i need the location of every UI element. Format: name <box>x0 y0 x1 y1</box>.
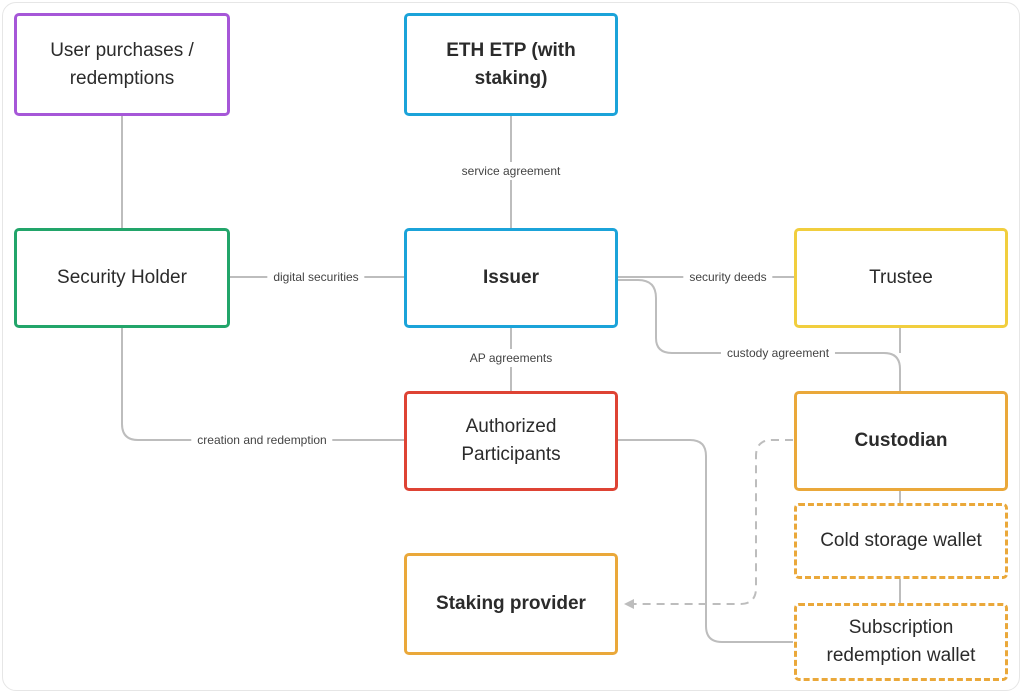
node-security-holder: Security Holder <box>14 228 230 328</box>
node-issuer: Issuer <box>404 228 618 328</box>
node-trustee-label: Trustee <box>869 267 933 288</box>
node-staking-provider: Staking provider <box>404 553 618 655</box>
node-trustee: Trustee <box>794 228 1008 328</box>
edge-label-ap-agreements: AP agreements <box>463 349 559 367</box>
edge-label-digital-securities: digital securities <box>267 268 365 286</box>
edge-label-creation-redemption: creation and redemption <box>191 431 333 449</box>
line-issuer-to-custodian <box>618 279 901 391</box>
node-eth-etp: ETH ETP (with staking) <box>404 13 618 116</box>
node-authorized-participants-label: Authorized Participants <box>461 416 561 465</box>
node-subscription-redemption-wallet-label: Subscription redemption wallet <box>826 617 976 666</box>
node-cold-storage-wallet: Cold storage wallet <box>794 503 1008 579</box>
node-subscription-redemption-wallet: Subscription redemption wallet <box>794 603 1008 681</box>
node-custodian: Custodian <box>794 391 1008 491</box>
edge-label-custody-agreement: custody agreement <box>720 344 836 362</box>
line-ap-to-subscription <box>618 439 793 643</box>
edge-label-service-agreement: service agreement <box>455 162 567 180</box>
node-custodian-label: Custodian <box>854 430 948 451</box>
line-holder-to-ap <box>121 328 404 441</box>
node-security-holder-label: Security Holder <box>57 267 187 288</box>
node-cold-storage-wallet-label: Cold storage wallet <box>820 530 982 551</box>
node-user-purchases-label: User purchases / redemptions <box>50 39 194 89</box>
node-staking-provider-label: Staking provider <box>436 593 586 614</box>
node-issuer-label: Issuer <box>483 267 539 288</box>
node-authorized-participants: Authorized Participants <box>404 391 618 491</box>
node-eth-etp-label: ETH ETP (with staking) <box>446 39 576 89</box>
edge-label-security-deeds: security deeds <box>683 268 773 286</box>
node-user-purchases: User purchases / redemptions <box>14 13 230 116</box>
line-custodian-to-staking <box>624 439 793 609</box>
